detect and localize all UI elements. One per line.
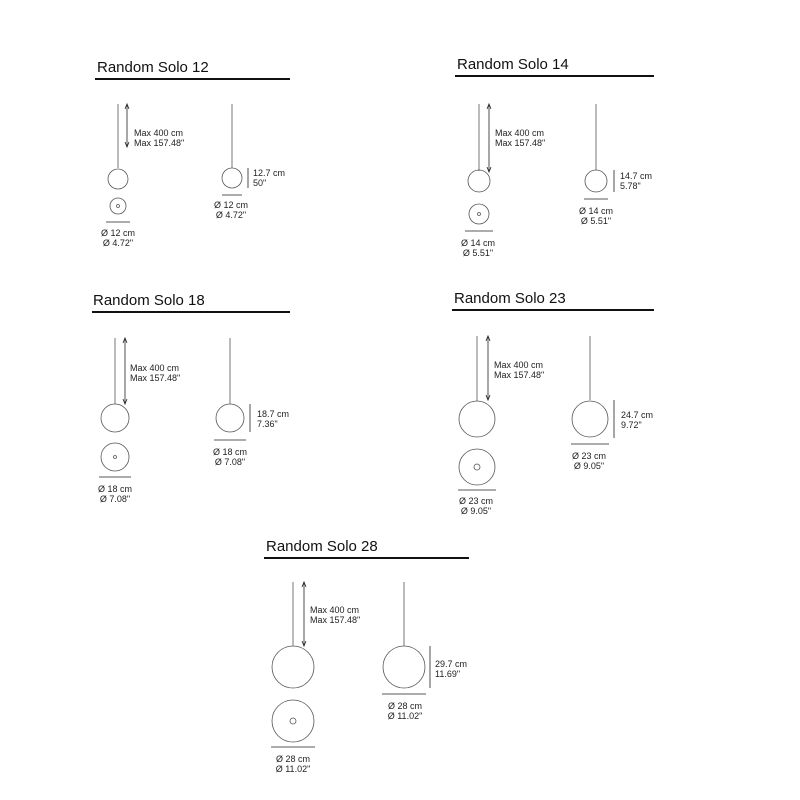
- globe-outline: [571, 400, 609, 438]
- pendant-top-view-solo-12: [106, 197, 130, 223]
- canopy-dot: [116, 204, 120, 208]
- globe-outline: [458, 400, 496, 438]
- canopy-dot: [477, 212, 481, 216]
- diameter-top-cm-solo-12: Ø 12 cm: [100, 228, 135, 238]
- pendant-side-view-solo-23: [571, 336, 615, 445]
- pendant-side-view-solo-14: [584, 104, 615, 200]
- globe-outline: [100, 403, 130, 433]
- height-in-solo-18: 7.36": [257, 419, 278, 429]
- diameter-side-in-solo-23: Ø 9.05": [573, 461, 605, 471]
- diameter-top-in-solo-28: Ø 11.02": [275, 764, 311, 774]
- globe-outline: [382, 645, 426, 689]
- diameter-side-in-solo-14: Ø 5.51": [580, 216, 612, 226]
- pendant-top-view-solo-23: [458, 448, 496, 491]
- canopy-dot: [113, 455, 117, 459]
- height-cm-solo-14: 14.7 cm: [620, 171, 653, 181]
- cable-length-cm-solo-14: Max 400 cm: [495, 128, 545, 138]
- globe-outline: [107, 168, 129, 190]
- canopy-dot: [473, 463, 481, 471]
- pendant-front-view-solo-23: [458, 334, 496, 438]
- arrow-head: [485, 334, 491, 342]
- cable-length-in-solo-23: Max 157.48": [494, 370, 545, 380]
- cable-length-cm-solo-23: Max 400 cm: [494, 360, 544, 370]
- product-title-solo-28: Random Solo 28: [266, 538, 378, 555]
- pendant-front-view-solo-18: [100, 336, 130, 433]
- arrow-head: [486, 102, 492, 110]
- arrow-head: [485, 394, 491, 402]
- globe-outline: [584, 169, 608, 193]
- height-cm-solo-23: 24.7 cm: [621, 410, 654, 420]
- product-title-solo-18: Random Solo 18: [93, 292, 205, 309]
- cable-length-cm-solo-18: Max 400 cm: [130, 363, 180, 373]
- height-cm-solo-28: 29.7 cm: [435, 659, 468, 669]
- diameter-top-in-solo-18: Ø 7.08": [99, 494, 131, 504]
- diameter-top-cm-solo-18: Ø 18 cm: [97, 484, 132, 494]
- globe-top-outline: [100, 442, 130, 472]
- diameter-side-in-solo-28: Ø 11.02": [387, 711, 423, 721]
- globe-outline: [215, 403, 245, 433]
- diameter-side-in-solo-18: Ø 7.08": [214, 457, 246, 467]
- product-title-solo-23: Random Solo 23: [454, 290, 566, 307]
- title-rule-solo-28: [264, 557, 469, 559]
- arrow-head: [122, 398, 128, 406]
- diameter-side-cm-solo-14: Ø 14 cm: [578, 206, 613, 216]
- title-rule-solo-18: [92, 311, 290, 313]
- arrow-head: [122, 336, 128, 344]
- globe-top-outline: [109, 197, 127, 215]
- pendant-side-view-solo-12: [221, 104, 249, 196]
- arrow-head: [301, 640, 307, 648]
- cable-length-in-solo-28: Max 157.48": [310, 615, 361, 625]
- globe-top-outline: [468, 203, 490, 225]
- pendant-front-view-solo-12: [107, 102, 130, 190]
- globe-outline: [221, 167, 243, 189]
- pendant-top-view-solo-18: [99, 442, 131, 478]
- diameter-top-cm-solo-14: Ø 14 cm: [460, 238, 495, 248]
- diameter-top-in-solo-14: Ø 5.51": [462, 248, 494, 258]
- height-in-solo-23: 9.72": [621, 420, 642, 430]
- arrow-head: [486, 166, 492, 174]
- cable-length-cm-solo-12: Max 400 cm: [134, 128, 184, 138]
- pendant-front-view-solo-28: [271, 580, 315, 689]
- globe-outline: [467, 169, 491, 193]
- cable-length-in-solo-18: Max 157.48": [130, 373, 181, 383]
- canopy-dot: [289, 717, 297, 725]
- diameter-top-cm-solo-28: Ø 28 cm: [275, 754, 310, 764]
- diameter-side-cm-solo-12: Ø 12 cm: [213, 200, 248, 210]
- globe-outline: [271, 645, 315, 689]
- pendant-top-view-solo-28: [271, 699, 315, 748]
- height-in-solo-12: 50": [253, 178, 267, 188]
- globe-top-outline: [458, 448, 496, 486]
- height-in-solo-14: 5.78": [620, 181, 641, 191]
- cable-length-cm-solo-28: Max 400 cm: [310, 605, 360, 615]
- diameter-side-cm-solo-18: Ø 18 cm: [212, 447, 247, 457]
- height-cm-solo-12: 12.7 cm: [253, 168, 286, 178]
- pendant-front-view-solo-14: [467, 102, 492, 193]
- arrow-head: [124, 141, 130, 149]
- title-rule-solo-12: [95, 78, 290, 80]
- diameter-side-cm-solo-23: Ø 23 cm: [571, 451, 606, 461]
- globe-top-outline: [271, 699, 315, 743]
- diameter-top-cm-solo-23: Ø 23 cm: [458, 496, 493, 506]
- title-rule-solo-14: [455, 75, 654, 77]
- pendant-top-view-solo-14: [465, 203, 493, 232]
- arrow-head: [124, 102, 130, 110]
- diameter-top-in-solo-23: Ø 9.05": [460, 506, 492, 516]
- product-title-solo-12: Random Solo 12: [97, 59, 209, 76]
- height-in-solo-28: 11.69": [435, 669, 461, 679]
- diameter-side-cm-solo-28: Ø 28 cm: [387, 701, 422, 711]
- arrow-head: [301, 580, 307, 588]
- diameter-top-in-solo-12: Ø 4.72": [102, 238, 134, 248]
- pendant-side-view-solo-18: [214, 338, 251, 441]
- product-title-solo-14: Random Solo 14: [457, 56, 569, 73]
- cable-length-in-solo-12: Max 157.48": [134, 138, 185, 148]
- height-cm-solo-18: 18.7 cm: [257, 409, 290, 419]
- cable-length-in-solo-14: Max 157.48": [495, 138, 546, 148]
- diameter-side-in-solo-12: Ø 4.72": [215, 210, 247, 220]
- pendant-side-view-solo-28: [382, 582, 431, 695]
- title-rule-solo-23: [452, 309, 654, 311]
